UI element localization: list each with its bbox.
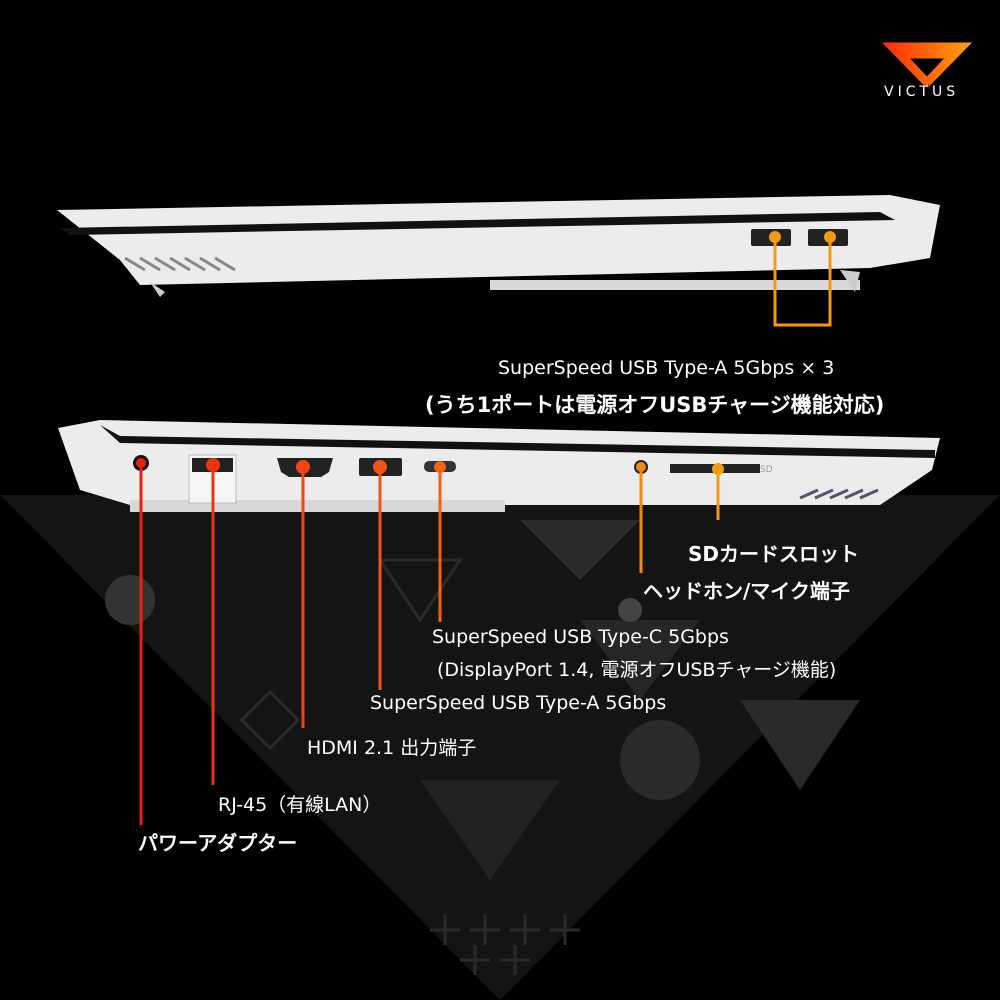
sd-slot-label: SDカードスロット bbox=[688, 542, 860, 566]
victus-logo-icon bbox=[882, 42, 972, 89]
vent-bottom bbox=[799, 488, 879, 500]
svg-text:SD: SD bbox=[760, 465, 773, 475]
usb-a-left-label: SuperSpeed USB Type-A 5Gbps bbox=[370, 692, 667, 714]
callout-line-usb-top bbox=[773, 237, 832, 327]
power-adapter-label: パワーアダプター bbox=[138, 831, 298, 855]
laptop-right-side bbox=[57, 195, 940, 297]
brand-name: VICTUS bbox=[884, 84, 960, 100]
hdmi-label: HDMI 2.1 出力端子 bbox=[307, 737, 477, 759]
usb-c-note: (DisplayPort 1.4, 電源オフUSBチャージ機能) bbox=[437, 659, 837, 681]
rj45-label: RJ-45（有線LAN） bbox=[218, 794, 382, 816]
laptop-left-side: SD bbox=[58, 420, 940, 512]
background-pattern bbox=[0, 495, 1000, 1000]
callout-dots bbox=[136, 231, 836, 475]
vent-top bbox=[124, 256, 236, 272]
usb-a-right-label: SuperSpeed USB Type-A 5Gbps × 3 bbox=[498, 357, 835, 379]
usb-c-label: SuperSpeed USB Type-C 5Gbps bbox=[432, 626, 729, 648]
usb-a-right-note: (うち1ポートは電源オフUSBチャージ機能対応) bbox=[425, 393, 885, 417]
headphone-label: ヘッドホン/マイク端子 bbox=[643, 579, 850, 603]
